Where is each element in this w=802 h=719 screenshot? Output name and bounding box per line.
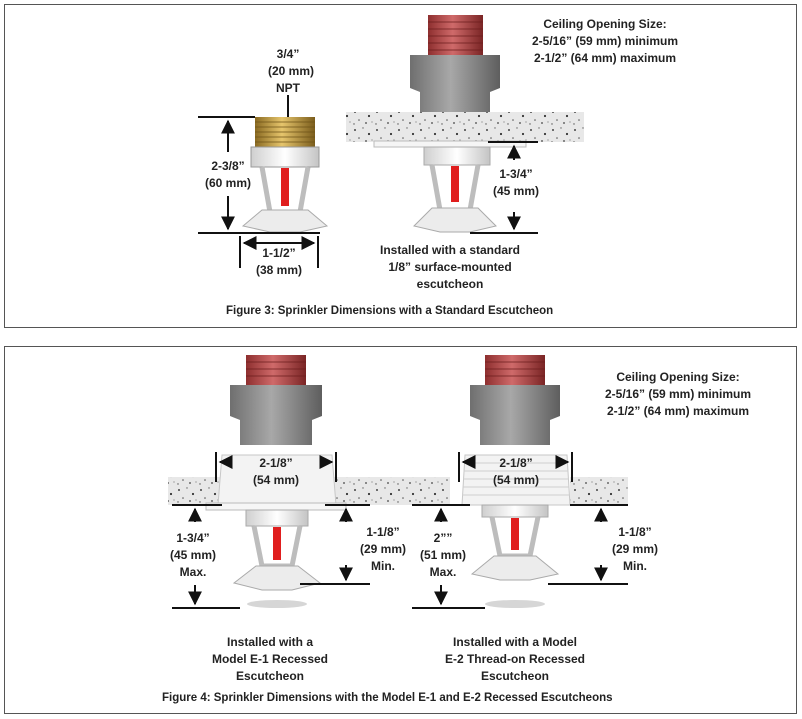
e1-max-label: 1-3/4” (45 mm) Max. [169, 531, 216, 579]
e1-escutcheon-width-label: 2-1/8” (54 mm) [252, 456, 299, 487]
width-dimension-label: 1-1/2” (38 mm) [255, 246, 302, 277]
sprinkler-standalone [241, 117, 329, 233]
ceiling-right [570, 477, 628, 505]
dim-standalone [198, 95, 320, 268]
sprinkler-e2 [461, 355, 571, 608]
sprinkler-e1 [205, 355, 347, 608]
dim-e1 [172, 452, 370, 609]
figure-3-panel [4, 4, 797, 328]
install-note-e2: Installed with a Model E-2 Thread-on Rec… [444, 635, 586, 683]
install-note-standard: Installed with a standard 1/8” surface-m… [379, 243, 521, 291]
e2-min-label: 1-1/8” (29 mm) Min. [611, 525, 658, 573]
dim-e2 [412, 452, 628, 609]
install-note-e1: Installed with a Model E-1 Recessed Escu… [211, 635, 329, 683]
ceiling-mid [330, 477, 450, 505]
ceiling-opening-fig3: Ceiling Opening Size: 2-5/16” (59 mm) mi… [531, 17, 679, 65]
e2-escutcheon-width-label: 2-1/8” (54 mm) [492, 456, 539, 487]
figure-4-panel [4, 346, 797, 714]
figure-4-caption: Figure 4: Sprinkler Dimensions with the … [162, 692, 613, 704]
e2-max-label: 2”” (51 mm) Max. [419, 531, 466, 579]
dim-installed-standard [470, 141, 538, 234]
npt-size-label: 3/4” (20 mm) NPT [268, 47, 315, 95]
figure-3-caption: Figure 3: Sprinkler Dimensions with a St… [226, 305, 554, 317]
height-dimension-label: 2-3/8” (60 mm) [204, 159, 251, 190]
e1-min-label: 1-1/8” (29 mm) Min. [359, 525, 406, 573]
drop-dimension-label: 1-3/4” (45 mm) [492, 167, 539, 198]
sprinkler-installed-standard [346, 15, 584, 233]
ceiling-opening-fig4: Ceiling Opening Size: 2-5/16” (59 mm) mi… [604, 370, 752, 418]
